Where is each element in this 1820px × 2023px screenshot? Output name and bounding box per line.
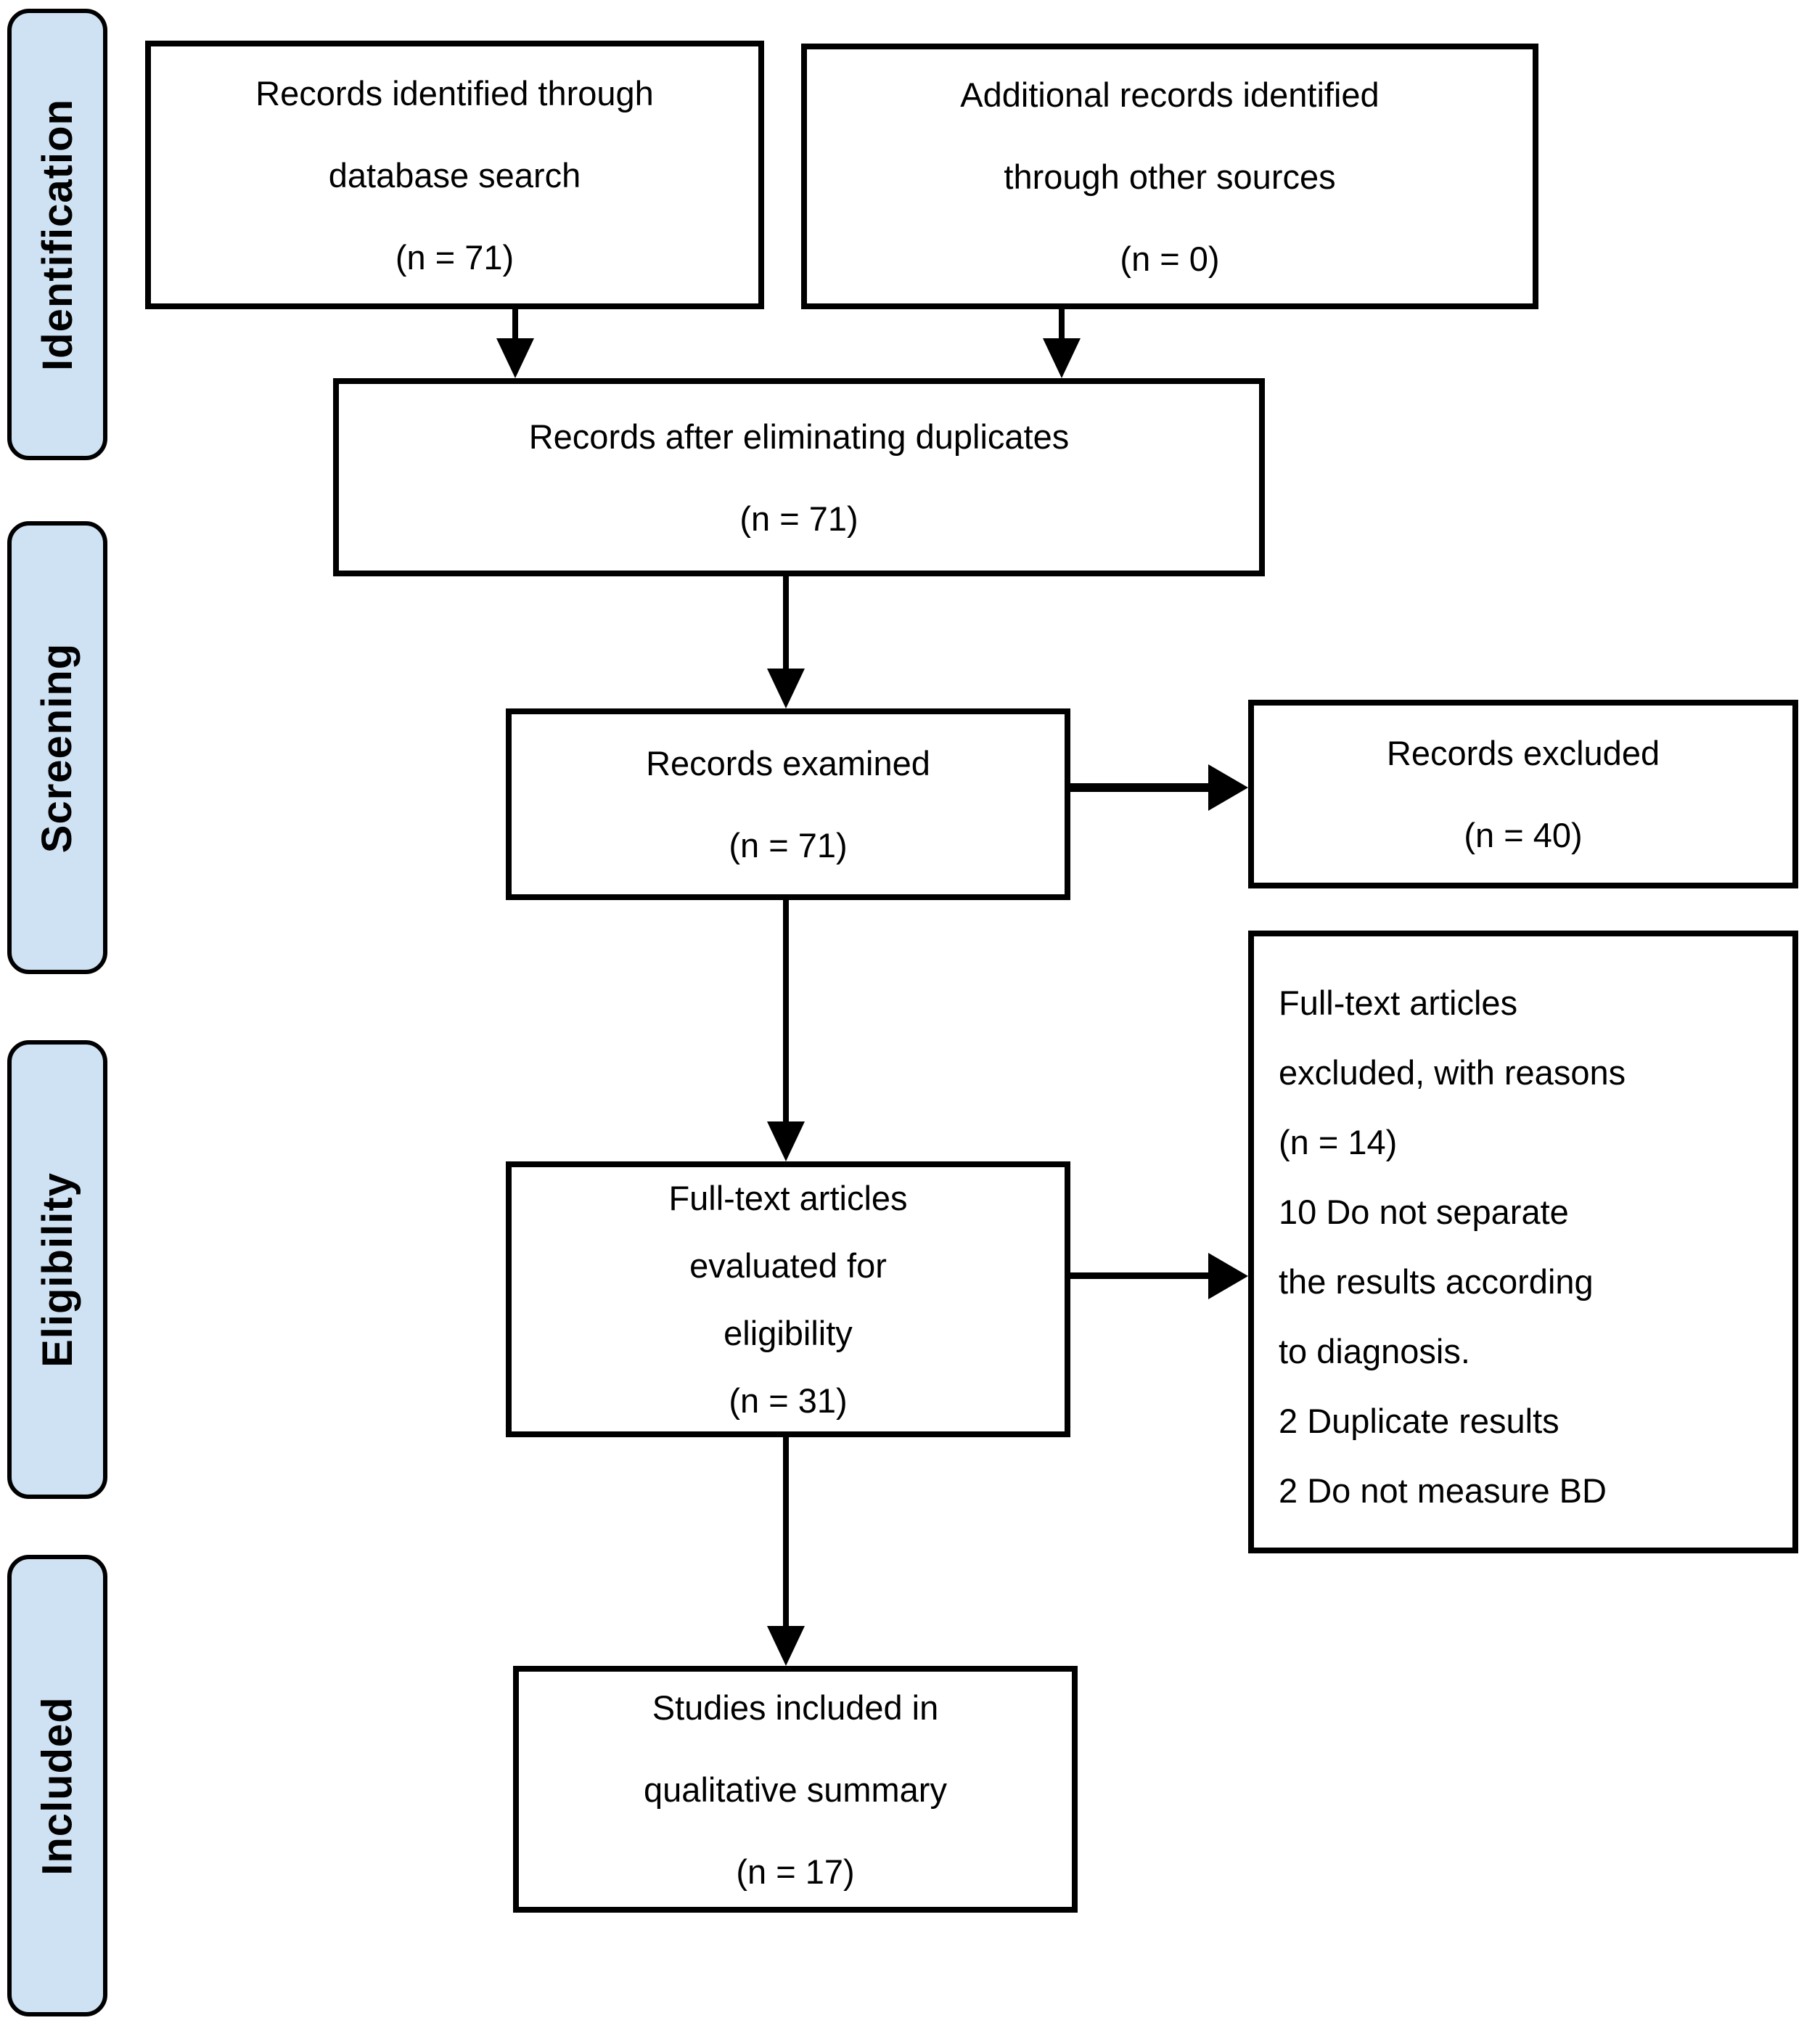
stage-label: Included: [33, 1696, 81, 1876]
box-line: 2 Do not measure BD: [1279, 1471, 1607, 1510]
box-line: (n = 0): [1120, 239, 1220, 278]
box-line: 2 Duplicate results: [1279, 1402, 1559, 1440]
box-line: Studies included in: [652, 1688, 939, 1727]
box-line: (n = 40): [1464, 816, 1583, 854]
box-line: Records identified through: [255, 73, 654, 113]
stage-label: Eligibility: [33, 1172, 81, 1368]
box-line: qualitative summary: [644, 1770, 947, 1809]
box-line: eligibility: [724, 1314, 853, 1352]
box-additional-records: Additional records identified through ot…: [801, 44, 1538, 309]
box-line: through other sources: [1004, 157, 1336, 196]
box-line: database search: [328, 155, 581, 195]
box-line: (n = 14): [1279, 1123, 1398, 1161]
box-line: Records examined: [646, 744, 930, 782]
stage-label: Identification: [33, 98, 81, 371]
stage-identification: Identification: [7, 9, 107, 460]
stage-eligibility: Eligibility: [7, 1040, 107, 1499]
arrow-identified-to-dedup-line: [512, 309, 518, 342]
arrow-examined-to-fulltext-head-icon: [767, 1121, 805, 1161]
box-fulltext-excluded-reasons: Full-text articles excluded, with reason…: [1248, 931, 1798, 1553]
arrow-additional-to-dedup-head-icon: [1043, 338, 1081, 378]
stage-screening: Screening: [7, 521, 107, 974]
box-line: (n = 31): [729, 1381, 848, 1420]
box-line: the results according: [1279, 1262, 1594, 1301]
box-line: (n = 71): [395, 237, 515, 277]
box-line: (n = 71): [739, 499, 858, 538]
arrow-dedup-to-examined-head-icon: [767, 669, 805, 708]
arrow-fulltext-to-included-head-icon: [767, 1626, 805, 1666]
arrow-additional-to-dedup-line: [1059, 309, 1065, 342]
box-line: 10 Do not separate: [1279, 1193, 1569, 1231]
stage-label: Screening: [33, 642, 81, 853]
box-line: to diagnosis.: [1279, 1332, 1470, 1370]
box-records-examined: Records examined (n = 71): [506, 708, 1070, 900]
arrow-examined-to-fulltext-line: [783, 900, 789, 1125]
box-line: Records after eliminating duplicates: [528, 417, 1070, 456]
box-line: excluded, with reasons: [1279, 1053, 1626, 1092]
box-fulltext-evaluated: Full-text articles evaluated for eligibi…: [506, 1161, 1070, 1437]
box-records-identified: Records identified through database sear…: [145, 41, 764, 309]
arrow-dedup-to-examined-line: [783, 576, 789, 672]
box-line: evaluated for: [689, 1246, 887, 1285]
box-line: (n = 17): [736, 1852, 855, 1891]
box-studies-included: Studies included in qualitative summary …: [513, 1666, 1078, 1913]
box-line: Full-text articles: [1279, 984, 1518, 1022]
box-records-deduplicated: Records after eliminating duplicates (n …: [333, 378, 1265, 576]
arrow-fulltext-to-included-line: [783, 1437, 789, 1630]
box-line: (n = 71): [729, 826, 848, 865]
box-line: Full-text articles: [668, 1179, 908, 1217]
stage-included: Included: [7, 1555, 107, 2016]
arrow-fulltext-to-excluded-reasons-head-icon: [1208, 1253, 1248, 1299]
box-line: Records excluded: [1386, 734, 1660, 772]
arrow-examined-to-excluded-head-icon: [1208, 764, 1248, 811]
arrow-identified-to-dedup-head-icon: [496, 338, 534, 378]
arrow-fulltext-to-excluded-reasons-line: [1070, 1272, 1210, 1279]
arrow-examined-to-excluded-line: [1070, 783, 1210, 792]
box-line: Additional records identified: [960, 75, 1380, 114]
box-records-excluded: Records excluded (n = 40): [1248, 700, 1798, 888]
